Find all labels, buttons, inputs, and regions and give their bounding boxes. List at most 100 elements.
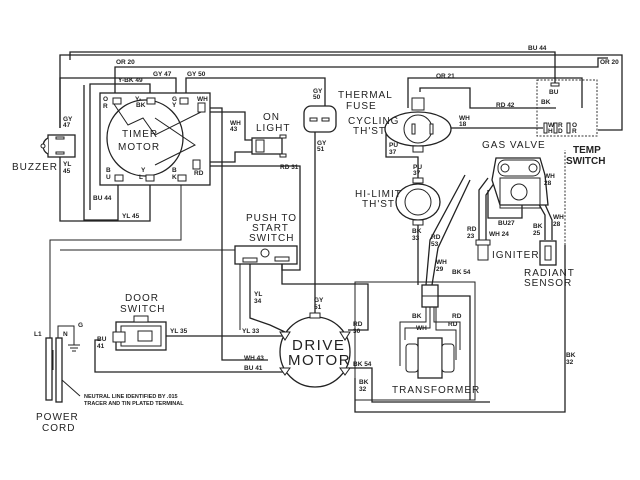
label-wh18-1: WH — [459, 115, 470, 122]
wire-bu44 — [69, 51, 556, 85]
wire-pts-right — [281, 258, 369, 331]
temp-switch-label-bu: BU — [549, 89, 559, 96]
label-gy50-fuse-1: GY — [313, 88, 323, 95]
buzzer-label: BUZZER — [12, 162, 58, 173]
wire-bu44-down — [83, 85, 119, 221]
label-gy47-buzzer-2: 47 — [63, 122, 71, 129]
wire-light-return — [210, 151, 256, 163]
radiant-sensor-label-1: RADIANT — [524, 268, 575, 279]
drive-motor-label-1: DRIVE — [292, 337, 345, 354]
label-wh43-timer-1: WH — [230, 120, 241, 127]
label-rd42: RD 42 — [496, 102, 515, 109]
temp-switch-label-d: D — [558, 128, 563, 135]
label-wh43-motor: WH 43 — [244, 355, 264, 362]
transformer: BK WH RD RD TRANSFORMER — [392, 284, 479, 396]
timer-label-u: U — [106, 174, 111, 181]
label-pu37-cyc-1: PU — [389, 142, 398, 149]
label-rd53-2: 53 — [431, 241, 439, 248]
wire-wh-light — [210, 111, 256, 141]
buzzer: BUZZER — [12, 134, 76, 173]
temp-switch: BU BK W H R D O R TEMP SWITCH — [536, 79, 605, 167]
label-bk32-motor-2: 32 — [359, 386, 367, 393]
temp-switch-label-r: R — [558, 122, 563, 129]
timer-terminal-rd[interactable] — [192, 159, 201, 170]
label-rd30-2: 30 — [353, 328, 361, 335]
hi-limit-label-1: HI-LIMIT — [355, 189, 402, 200]
timer-terminal-wh[interactable] — [197, 102, 206, 113]
on-light-label-1: ON — [263, 112, 280, 123]
timer-terminal-bu[interactable] — [114, 174, 124, 182]
temp-switch-label-h: H — [548, 128, 553, 135]
transformer-frame — [354, 281, 476, 401]
label-bk25-2: 25 — [533, 230, 541, 237]
timer-label-r: R — [103, 103, 108, 110]
push-to-start-label-3: SWITCH — [249, 233, 294, 244]
timer-motor-circle — [106, 99, 184, 177]
label-bu44-top: BU 44 — [528, 45, 547, 52]
label-rd31: RD 31 — [280, 164, 299, 171]
radiant-sensor-label-2: SENSOR — [524, 278, 572, 289]
timer-terminal-bk[interactable] — [177, 174, 187, 182]
wire-ybk49 — [89, 83, 151, 210]
label-gy51-motor-1: GY — [314, 297, 324, 304]
label-yl35: YL 35 — [170, 328, 188, 335]
drive-motor-label-2: MOTOR — [288, 352, 351, 369]
cycling-thermostat: CYCLING TH'ST — [348, 97, 452, 153]
label-bk54-motor: BK 54 — [353, 361, 372, 368]
label-wh18-2: 18 — [459, 121, 467, 128]
push-to-start-label-2: START — [252, 223, 289, 234]
transformer-lead-rd1: RD — [452, 313, 462, 320]
thermal-fuse-label-2: FUSE — [346, 101, 377, 112]
wire-power-main — [60, 249, 241, 330]
label-wh24: WH 24 — [489, 231, 509, 238]
timer-label-k: K — [172, 174, 177, 181]
on-light-label-2: LIGHT — [256, 123, 290, 134]
label-rd53-1: RD — [431, 234, 441, 241]
timer-label-rd: RD — [194, 170, 204, 177]
thermal-fuse-body — [303, 105, 337, 133]
label-bk25-1: BK — [533, 223, 543, 230]
radiant-sensor: RADIANT SENSOR — [524, 240, 575, 289]
cycling-thermostat-label-1: CYCLING — [348, 116, 399, 127]
timer-motor: TIMER MOTOR O R Y- BK G Y WH RD B U Y L … — [99, 92, 211, 186]
neutral-note-line-2: TRACER AND TIN PLATED TERMINAL — [84, 401, 184, 407]
timer-motor-label-1: TIMER — [122, 129, 158, 140]
temp-switch-label-o: O — [572, 122, 577, 129]
timer-motor-label-2: MOTOR — [118, 142, 160, 153]
on-light: ON LIGHT — [251, 112, 290, 158]
label-yl34-2: 34 — [254, 298, 262, 305]
power-cord-neutral — [55, 337, 63, 403]
wire-bk54 — [348, 367, 490, 403]
gas-valve: GAS VALVE — [482, 140, 549, 209]
label-pu37-hi-2: 37 — [413, 170, 421, 177]
terminal-g: G — [78, 322, 83, 329]
wire-wh43 — [210, 107, 268, 361]
label-gy51-fuse-1: GY — [317, 140, 327, 147]
label-bu41-door-2: 41 — [97, 343, 105, 350]
timer-terminal-ybk[interactable] — [146, 97, 156, 105]
wire-or20-timer — [114, 57, 608, 98]
terminal-l1: L1 — [34, 331, 42, 338]
label-rd30-1: RD — [353, 321, 363, 328]
wire-yl34 — [249, 258, 286, 333]
label-or21: OR 21 — [436, 73, 455, 80]
label-rd23-1: RD — [467, 226, 477, 233]
label-pu37-hi-1: PU — [413, 164, 422, 171]
wire-wh29 — [431, 179, 471, 286]
label-gy50-top: GY 50 — [187, 71, 206, 78]
label-bk32-motor-1: BK — [359, 379, 369, 386]
label-pu37-cyc-2: 37 — [389, 149, 397, 156]
power-cord-label-2: CORD — [42, 423, 75, 434]
timer-terminal-yl[interactable] — [145, 174, 155, 182]
timer-terminal-or[interactable] — [112, 97, 122, 105]
temp-switch-label-2: SWITCH — [566, 156, 605, 167]
label-bu41-door-1: BU — [97, 336, 107, 343]
hi-limit-thermostat: HI-LIMIT TH'ST — [355, 177, 441, 226]
neutral-note-line-1: NEUTRAL LINE IDENTIFIED BY .015 — [84, 394, 178, 400]
label-rd23-2: 23 — [467, 233, 475, 240]
label-bu41-motor: BU 41 — [244, 365, 263, 372]
push-to-start-label-1: PUSH TO — [246, 213, 297, 224]
timer-terminal-gy[interactable] — [179, 97, 189, 105]
power-cord: L1 N G POWER CORD NEUTRAL LINE IDENTIFIE… — [34, 322, 184, 434]
power-cord-label-1: POWER — [36, 412, 79, 423]
